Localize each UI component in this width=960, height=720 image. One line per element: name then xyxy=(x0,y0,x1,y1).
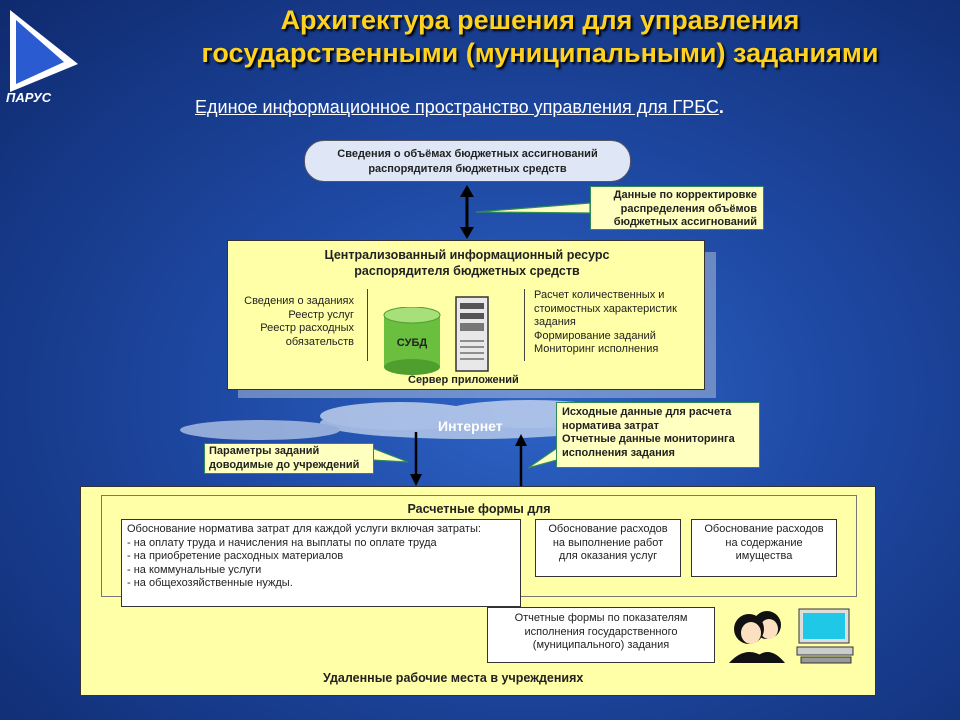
subtitle: Единое информационное пространство управ… xyxy=(195,97,724,118)
central-left-list: Сведения о заданиях Реестр услуг Реестр … xyxy=(244,295,354,349)
doc1-item: - на оплату труда и начисления на выплат… xyxy=(127,536,437,549)
central-resource-title: Централизованный информационный ресурс р… xyxy=(228,247,706,279)
doc3-line-3: имущества xyxy=(735,550,793,562)
reporting-forms-doc: Отчетные формы по показателям исполнения… xyxy=(487,607,715,663)
work-expenses-doc: Обоснование расходов на выполнение работ… xyxy=(535,519,681,577)
central-left-item: Сведения о заданиях xyxy=(244,295,354,307)
property-expenses-doc: Обоснование расходов на содержание имуще… xyxy=(691,519,837,577)
remote-workplaces-box: Расчетные формы для Обоснование норматив… xyxy=(80,486,876,696)
task-parameters-callout: Параметры заданий доводимые до учреждени… xyxy=(204,443,374,474)
remote-workplaces-label: Удаленные рабочие места в учреждениях xyxy=(323,671,584,685)
right-bracket xyxy=(524,289,531,361)
central-right-item: задания xyxy=(534,316,576,328)
doc3-line-2: на содержание xyxy=(725,536,803,549)
central-right-item: Расчет количественных и xyxy=(534,289,665,301)
correction-line-3: бюджетных ассигнований xyxy=(613,216,757,228)
doc1-item: - на коммунальные услуги xyxy=(127,563,262,576)
database-label: СУБД xyxy=(396,337,428,349)
doc3-line-1: Обоснование расходов xyxy=(704,523,824,535)
doc2-line-3: для оказания услуг xyxy=(558,550,658,562)
title-line-2: государственными (муниципальными) задани… xyxy=(201,38,879,68)
doc1-title: Обоснование норматива затрат для каждой … xyxy=(127,523,481,535)
subtitle-suffix: . xyxy=(718,97,724,117)
source-line-2: норматива затрат xyxy=(562,419,660,432)
central-right-list: Расчет количественных и стоимостных хара… xyxy=(534,289,677,357)
logo-text: ПАРУС xyxy=(6,90,52,105)
title-line-1: Архитектура решения для управления xyxy=(280,5,800,35)
source-line-1: Исходные данные для расчета xyxy=(562,406,732,418)
source-line-4: исполнения задания xyxy=(562,446,675,459)
central-right-item: Формирование заданий xyxy=(534,329,656,342)
doc1-item: - на общехозяйственные нужды. xyxy=(127,577,293,589)
reports-line-2: исполнения государственного xyxy=(524,625,678,638)
source-data-callout: Исходные данные для расчета норматива за… xyxy=(556,402,760,468)
correction-line-1: Данные по корректировке xyxy=(613,189,757,201)
doc2-line-2: на выполнение работ xyxy=(552,536,664,549)
params-line-2: доводимые до учреждений xyxy=(209,458,360,471)
internet-label: Интернет xyxy=(438,418,503,434)
correction-line-2: распределения объёмов xyxy=(620,202,757,215)
central-right-item: Мониторинг исполнения xyxy=(534,343,659,355)
page-title: Архитектура решения для управления госуд… xyxy=(120,4,960,70)
correction-data-callout: Данные по корректировке распределения об… xyxy=(590,186,764,230)
subtitle-text: Единое информационное пространство управ… xyxy=(195,97,719,117)
source-line-3: Отчетные данные мониторинга xyxy=(562,433,735,445)
params-line-1: Параметры заданий xyxy=(209,445,320,457)
central-left-item: Реестр услуг xyxy=(288,308,354,321)
left-bracket xyxy=(361,289,368,361)
central-left-item: Реестр расходных xyxy=(260,322,354,334)
budget-allocations-line-2: распорядителя бюджетных средств xyxy=(368,163,567,175)
central-title-line-2: распорядителя бюджетных средств xyxy=(354,264,580,278)
database-icon xyxy=(383,307,441,375)
app-server-label: Сервер приложений xyxy=(408,374,519,386)
central-left-item: обязательств xyxy=(285,335,354,348)
central-resource-box: Централизованный информационный ресурс р… xyxy=(227,240,705,390)
users-icon xyxy=(729,611,785,663)
server-icon xyxy=(455,296,489,372)
calc-forms-title: Расчетные формы для xyxy=(407,502,551,516)
central-title-line-1: Централизованный информационный ресурс xyxy=(324,248,610,262)
budget-allocations-box: Сведения о объёмах бюджетных ассигновани… xyxy=(304,140,631,182)
central-right-item: стоимостных характеристик xyxy=(534,302,677,315)
sail-logo-icon xyxy=(10,10,78,92)
computer-icon xyxy=(796,608,854,664)
budget-allocations-line-1: Сведения о объёмах бюджетных ассигновани… xyxy=(337,148,598,160)
logo: ПАРУС xyxy=(4,4,84,108)
doc1-item: - на приобретение расходных материалов xyxy=(127,550,344,562)
cost-norm-justification-doc: Обоснование норматива затрат для каждой … xyxy=(121,519,521,607)
reports-line-3: (муниципального) задания xyxy=(532,639,670,651)
doc2-line-1: Обоснование расходов xyxy=(548,523,668,535)
reports-line-1: Отчетные формы по показателям xyxy=(514,612,688,624)
